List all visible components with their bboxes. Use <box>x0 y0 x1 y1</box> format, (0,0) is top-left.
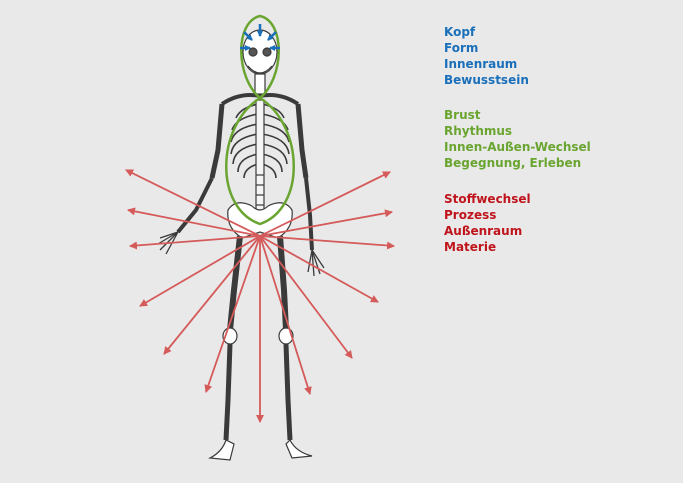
jaw <box>247 65 273 74</box>
neck <box>254 73 266 95</box>
label-group-metabolism: Stoffwechsel Prozess Außenraum Materie <box>444 191 531 255</box>
label-materie: Materie <box>444 240 497 254</box>
label-group-chest: Brust Rhythmus Innen-Außen-Wechsel Begeg… <box>444 107 591 171</box>
rib-cage <box>230 103 290 179</box>
label-innen-aussen-wechsel: Innen-Außen-Wechsel <box>444 140 591 154</box>
figure-eight-loop <box>225 14 295 226</box>
label-bewusstsein: Bewusstsein <box>444 73 529 87</box>
label-aussenraum: Außenraum <box>444 224 523 238</box>
eye-right <box>262 47 272 57</box>
label-kopf: Kopf <box>444 25 476 39</box>
upper-arm-right <box>295 103 309 179</box>
label-stoffwechsel: Stoffwechsel <box>444 192 531 206</box>
foot-right <box>285 438 313 459</box>
label-innenraum: Innenraum <box>444 57 518 71</box>
label-group-head: Kopf Form Innenraum Bewusstsein <box>444 24 529 88</box>
upper-arm-left <box>209 103 225 179</box>
label-prozess: Prozess <box>444 208 497 222</box>
spine <box>255 99 265 211</box>
label-brust: Brust <box>444 108 481 122</box>
label-rhythmus: Rhythmus <box>444 124 513 138</box>
outward-arrows <box>125 169 395 423</box>
foot-left <box>207 439 235 461</box>
hand-right <box>307 249 325 277</box>
label-begegnung-erleben: Begegnung, Erleben <box>444 156 582 170</box>
clavicles <box>220 93 300 106</box>
shin-left <box>223 343 233 441</box>
head-inward-arrows <box>240 24 280 51</box>
eye-left <box>248 47 258 57</box>
shin-right <box>283 343 293 441</box>
label-form: Form <box>444 41 479 55</box>
forearm-left <box>176 177 214 234</box>
forearm-right <box>304 177 314 251</box>
skeleton-illustration <box>157 29 325 461</box>
